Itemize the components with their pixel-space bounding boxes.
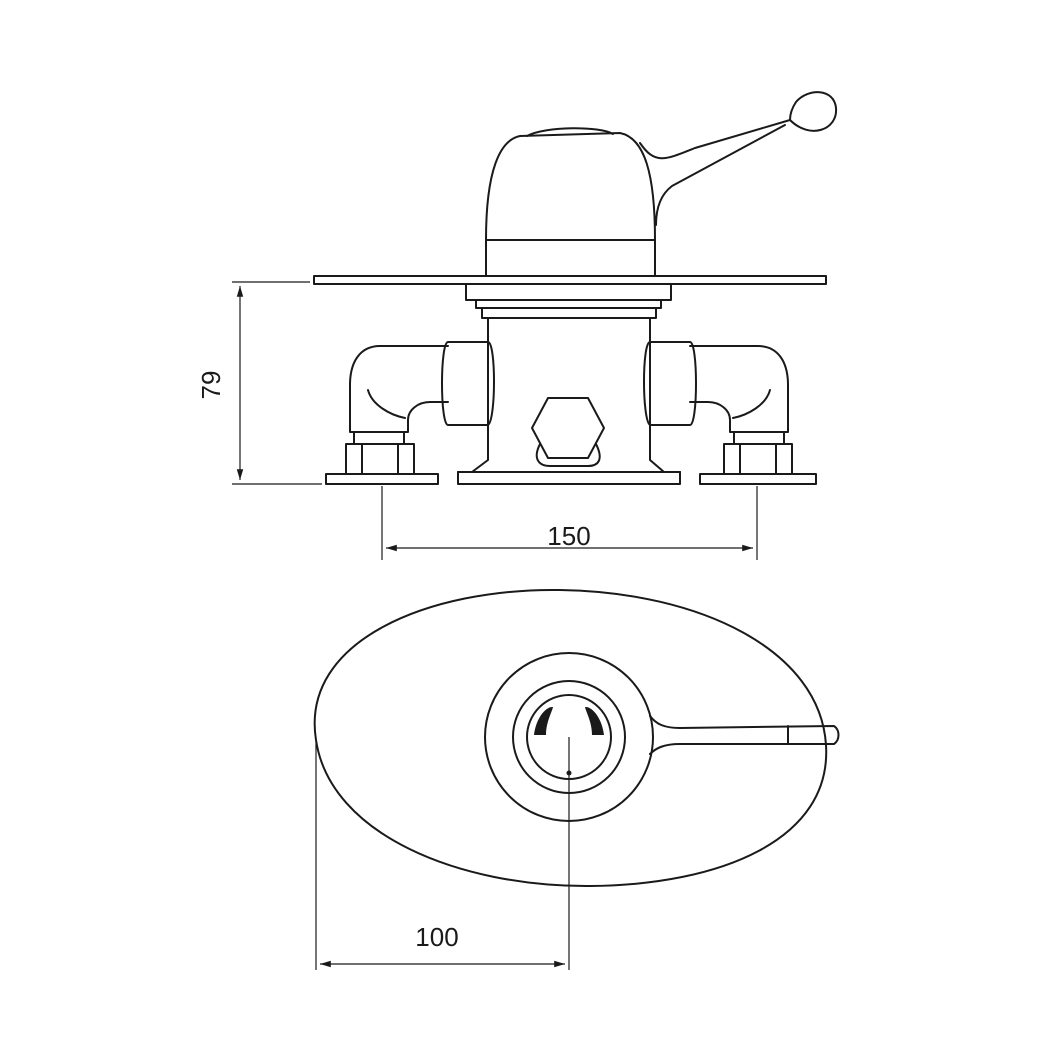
height-dimension-label: 79 bbox=[196, 371, 226, 400]
hot-indicator-icon bbox=[534, 706, 553, 735]
lever-handle bbox=[639, 91, 838, 226]
front-elevation-view: 79 150 bbox=[196, 91, 838, 560]
height-dimension: 79 bbox=[196, 281, 322, 485]
valve-body bbox=[457, 317, 681, 473]
right-base-plate bbox=[699, 473, 817, 485]
left-base-plate bbox=[325, 473, 439, 485]
hex-nut bbox=[531, 397, 605, 459]
wall-plate bbox=[313, 275, 827, 285]
oval-wall-plate bbox=[313, 588, 828, 888]
handle-dome bbox=[485, 127, 656, 277]
left-inlet-elbow bbox=[345, 341, 495, 475]
valve-collar bbox=[465, 283, 672, 319]
width-dimension-label: 150 bbox=[547, 521, 590, 551]
right-inlet-elbow bbox=[643, 341, 793, 475]
lever-plan bbox=[649, 715, 840, 755]
offset-dimension: 100 bbox=[315, 737, 570, 970]
offset-dimension-label: 100 bbox=[415, 922, 458, 952]
centre-base-plate bbox=[457, 471, 681, 485]
plan-view: 100 bbox=[313, 588, 840, 970]
width-dimension: 150 bbox=[381, 486, 758, 560]
cold-indicator-icon bbox=[585, 706, 604, 735]
